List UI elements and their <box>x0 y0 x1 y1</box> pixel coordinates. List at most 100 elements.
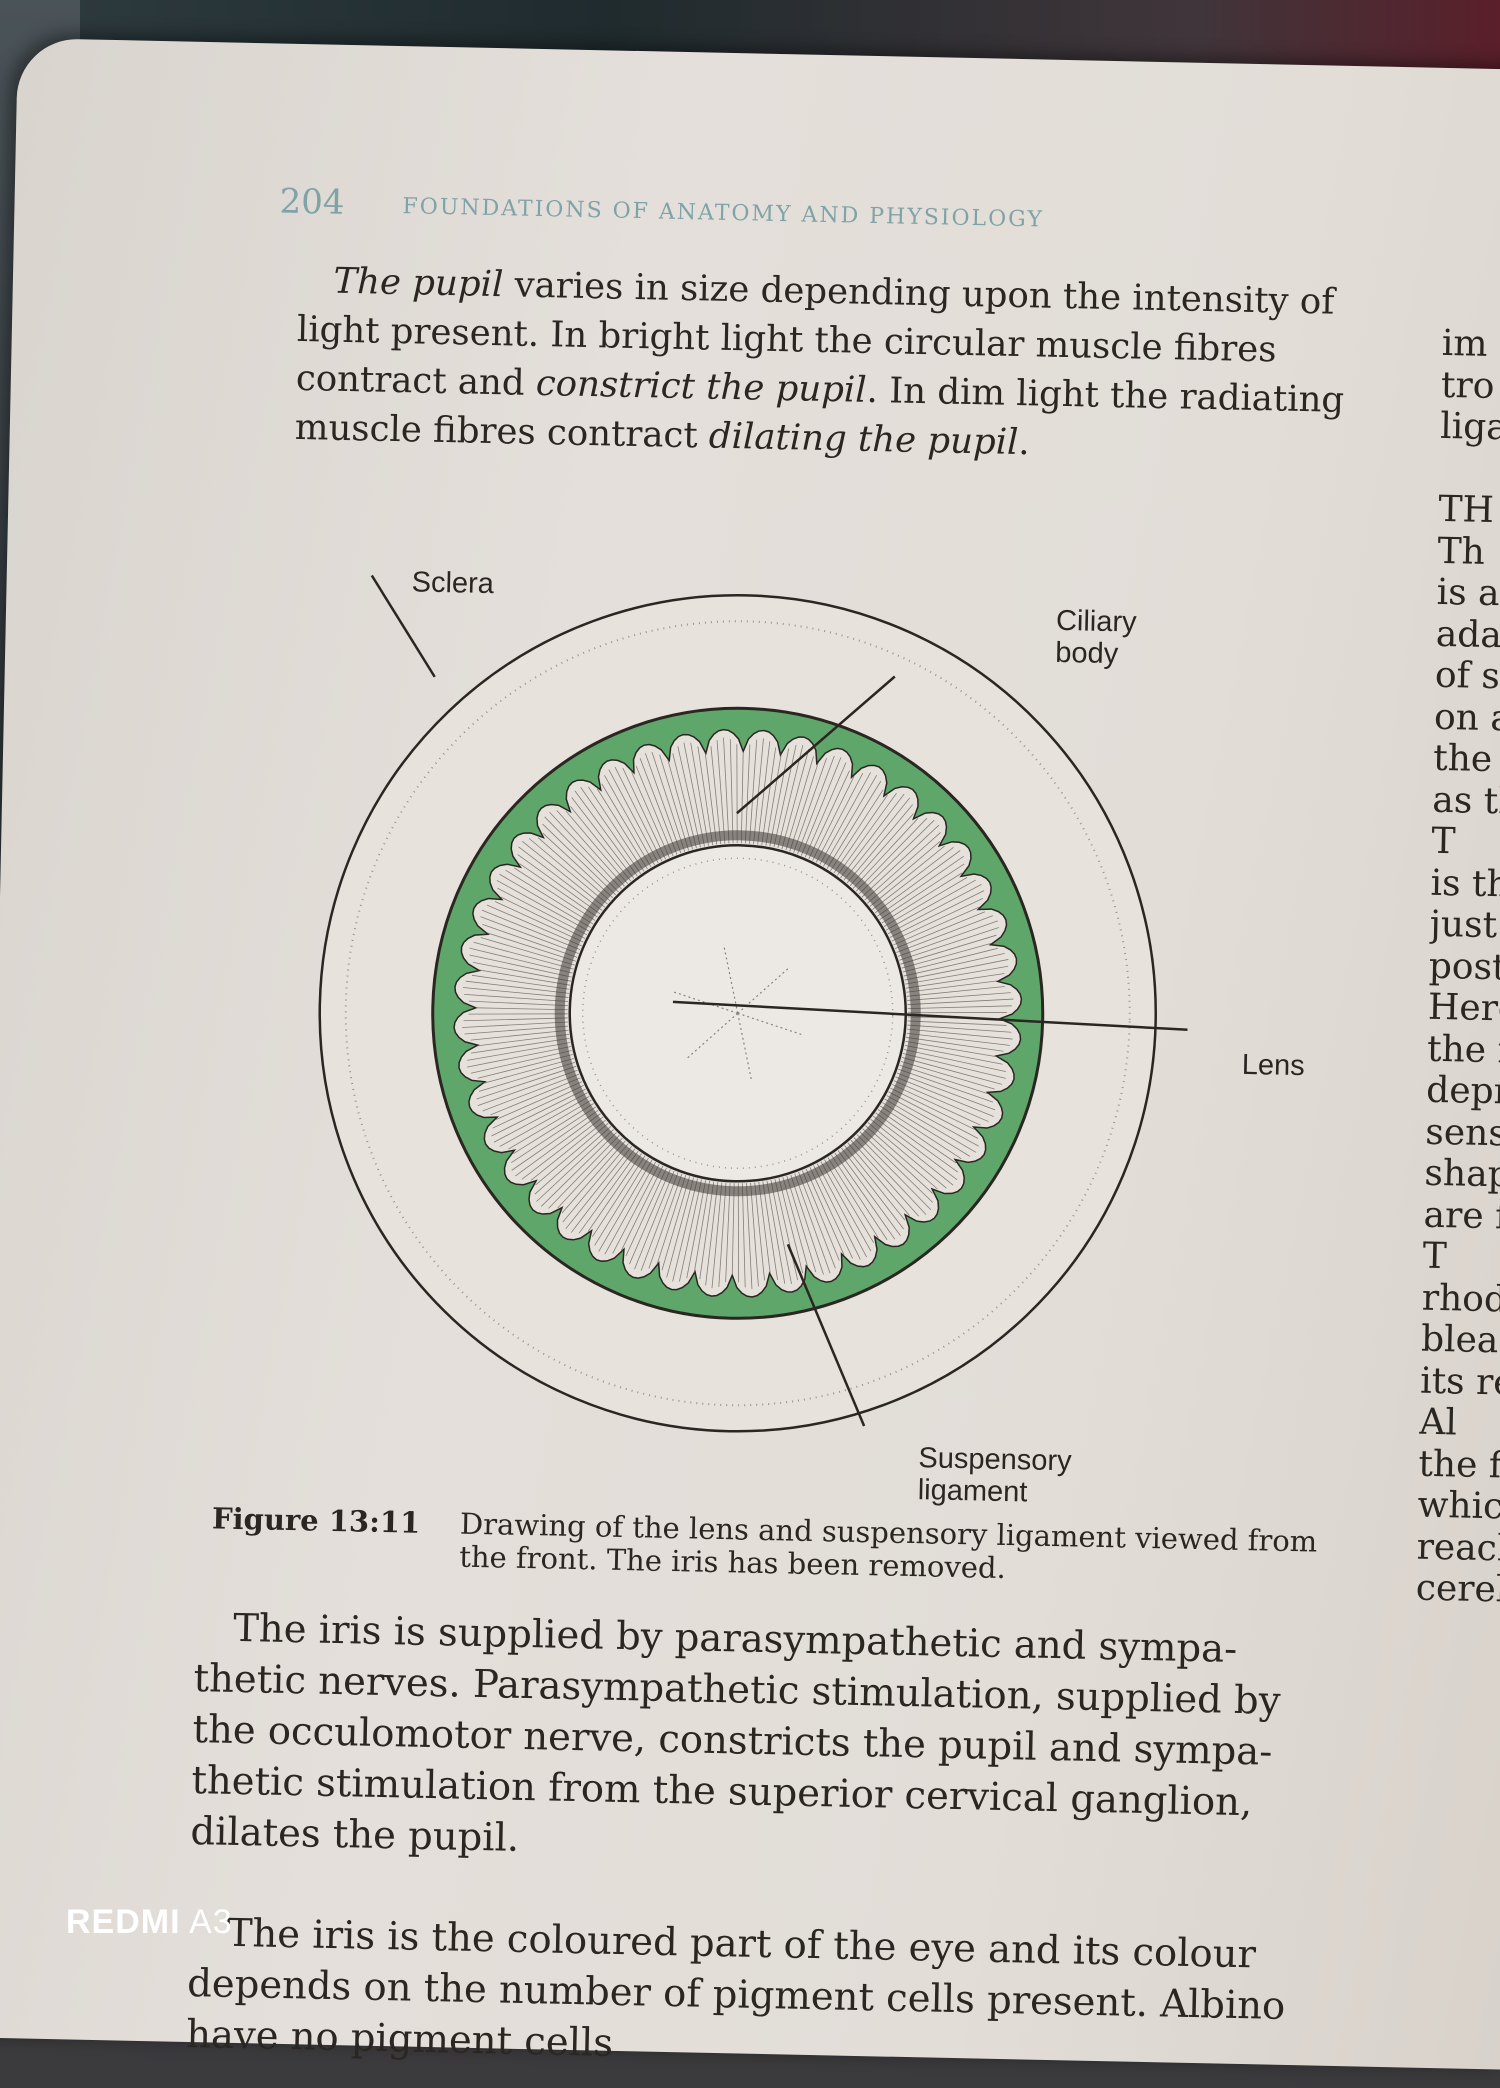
suspensory-fibre <box>497 887 588 936</box>
suspensory-fibre <box>482 924 578 958</box>
suspensory-fibre <box>534 1126 612 1195</box>
suspensory-fibre <box>877 1109 957 1164</box>
suspensory-fibre <box>601 783 652 868</box>
suspensory-fibre <box>530 1119 606 1181</box>
suspensory-fibre <box>872 1115 958 1181</box>
column-fragment-line: as th <box>1431 779 1500 823</box>
suspensory-fibre <box>869 845 945 907</box>
suspensory-fibre <box>877 855 965 917</box>
label-suspensory-ligament: Suspensory ligament <box>917 1442 1072 1509</box>
suspensory-fibre <box>744 744 751 844</box>
lens-stipple-ring <box>581 857 894 1170</box>
suspensory-fibre <box>850 1139 919 1217</box>
suspensory-fibre <box>493 1092 588 1143</box>
suspensory-fibre <box>672 753 697 849</box>
suspensory-fibre <box>737 1183 739 1283</box>
suspensory-fibre <box>556 810 625 887</box>
column-fragment-line: the fi <box>1418 1443 1500 1487</box>
suspensory-fibre <box>900 934 997 965</box>
suspensory-fibre <box>781 749 810 850</box>
suspensory-fibre <box>697 746 714 846</box>
suspensory-fibre <box>490 1077 581 1116</box>
suspensory-fibre <box>565 810 629 885</box>
suspensory-fibre <box>830 789 884 872</box>
suspensory-fibre <box>774 1179 799 1281</box>
suspensory-fibre <box>903 1049 1007 1073</box>
suspensory-fibre <box>754 1182 765 1281</box>
suspensory-fibre <box>874 850 961 914</box>
suspensory-fibre <box>905 965 1009 985</box>
suspensory-fibre <box>746 1183 753 1289</box>
suspensory-fibre <box>499 1096 590 1147</box>
suspensory-fibre <box>672 1178 698 1282</box>
suspensory-fibre <box>463 1017 568 1022</box>
column-fragment-line: im <box>1441 322 1488 365</box>
suspensory-fibre <box>540 1132 617 1207</box>
column-fragment-line: just <box>1429 903 1498 947</box>
suspensory-fibre <box>594 1157 649 1246</box>
suspensory-fibre <box>731 1183 735 1276</box>
suspensory-fibre <box>561 1140 626 1214</box>
column-fragment-line: on a <box>1433 696 1500 739</box>
suspensory-fibre <box>882 1102 971 1157</box>
suspensory-fibre <box>635 765 674 857</box>
suspensory-fibre <box>815 772 864 863</box>
column-fragment-line: TH <box>1438 488 1495 532</box>
suspensory-fibre <box>477 1033 570 1047</box>
suspensory-fibre <box>666 1177 694 1278</box>
suspensory-fibre <box>902 947 998 973</box>
column-fragment-line: rhod <box>1421 1277 1500 1320</box>
suspensory-fibre <box>716 740 726 844</box>
suspensory-fibre <box>704 752 718 845</box>
suspensory-fibre <box>834 1152 896 1240</box>
suspensory-fibre <box>891 898 984 942</box>
suspensory-fibre <box>758 1181 771 1274</box>
suspensory-fibre <box>629 1169 671 1265</box>
suspensory-fibre <box>819 772 871 865</box>
suspensory-fibre <box>753 738 764 845</box>
suspensory-fibre <box>578 1150 639 1234</box>
suspensory-fibre <box>571 797 635 879</box>
suspensory-fibre <box>907 1020 1007 1026</box>
label-sclera: Sclera <box>411 566 495 601</box>
suspensory-fibre <box>881 872 963 924</box>
suspensory-fibre <box>773 744 797 848</box>
suspensory-fibre <box>518 846 603 911</box>
suspensory-fibre <box>888 1091 979 1139</box>
suspensory-fibre <box>548 1135 620 1209</box>
column-fragment-line: of s <box>1434 654 1500 698</box>
suspensory-fibre <box>492 1085 584 1129</box>
paragraph-pupil: The pupil varies in size depending upon … <box>294 256 1398 475</box>
suspensory-fibre <box>464 1025 569 1035</box>
suspensory-fibre <box>640 1172 679 1271</box>
suspensory-fibre <box>893 906 980 946</box>
suspensory-fibre <box>889 890 985 938</box>
suspensory-fibre <box>588 786 645 872</box>
suspensory-fibre <box>536 1129 614 1202</box>
column-fragment-line: the <box>1432 737 1493 781</box>
suspensory-fibre <box>885 879 976 931</box>
suspensory-fibre <box>542 832 614 899</box>
suspensory-fibre <box>517 854 601 915</box>
suspensory-fibre <box>699 1181 715 1280</box>
suspensory-fibre <box>904 959 1009 981</box>
suspensory-fibre <box>777 744 804 849</box>
suspensory-fibre <box>482 1073 580 1112</box>
suspensory-fibre <box>907 998 1014 1005</box>
suspensory-fibre <box>693 1180 711 1273</box>
suspensory-fibre <box>522 841 606 908</box>
suspensory-fibre <box>849 813 914 886</box>
running-head: FOUNDATIONS OF ANATOMY AND PHYSIOLOGY <box>402 194 1045 233</box>
suspensory-fibre <box>808 770 850 860</box>
suspensory-fibre <box>812 776 855 861</box>
suspensory-fibre <box>865 1125 938 1190</box>
camera-watermark: REDMI A3 <box>66 1903 233 1941</box>
suspensory-fibre <box>905 1041 997 1058</box>
suspensory-fibre <box>508 1099 592 1150</box>
column-fragment-line: post <box>1428 945 1500 988</box>
column-fragment-line: sens <box>1424 1111 1500 1154</box>
suspensory-fibre <box>813 1165 861 1260</box>
suspensory-fibre <box>565 1145 633 1229</box>
suspensory-fibre <box>899 927 1000 961</box>
suspensory-fibre <box>528 838 608 905</box>
